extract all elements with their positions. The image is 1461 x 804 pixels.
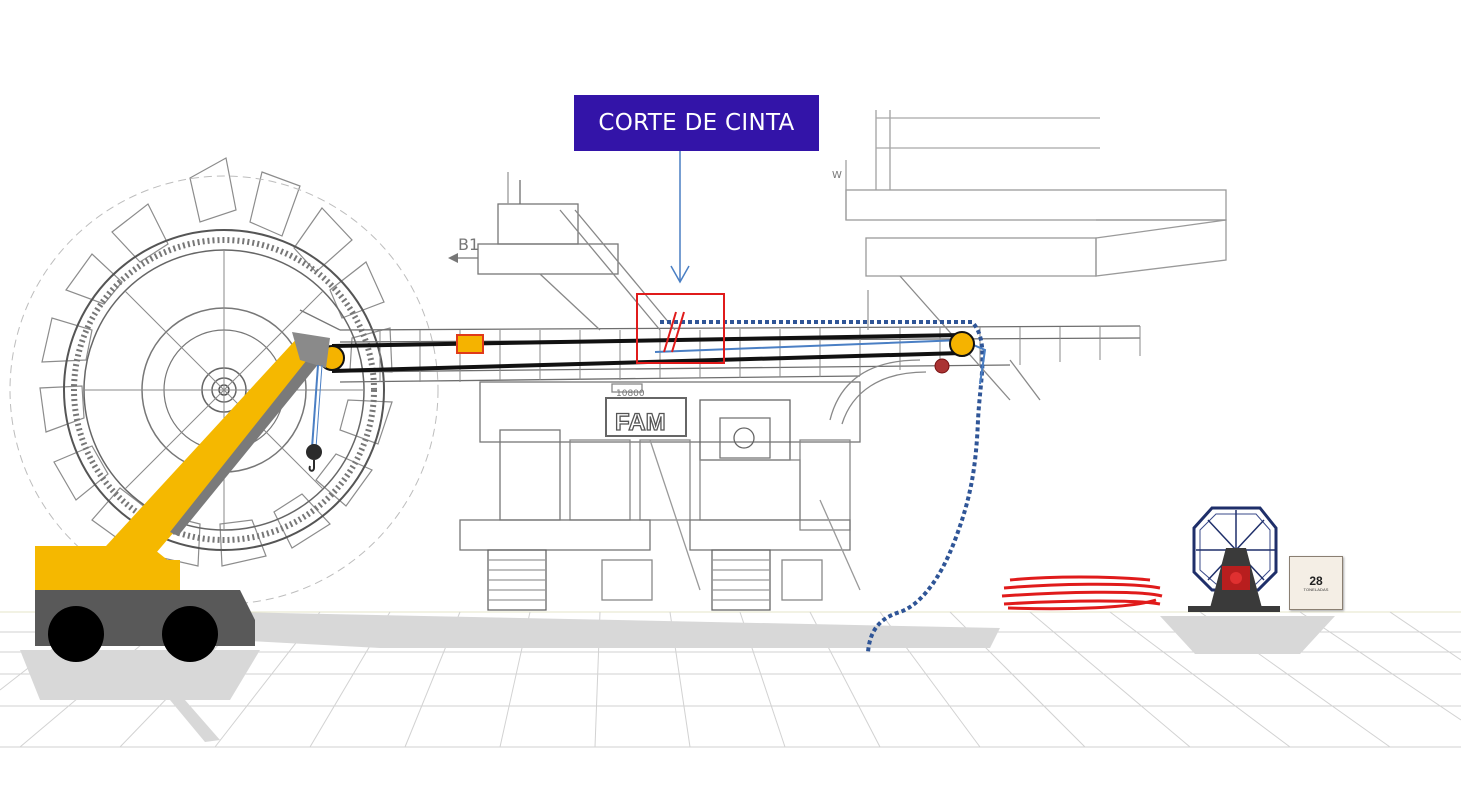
cut-marks-icon bbox=[663, 311, 685, 353]
belt-cut-callout: CORTE DE CINTA bbox=[574, 95, 819, 151]
cable-reel-icon bbox=[1188, 506, 1280, 612]
dotted-cable bbox=[660, 320, 985, 653]
drive-marker-icon bbox=[934, 358, 950, 374]
mobile-crane-icon bbox=[35, 332, 330, 662]
callout-label: CORTE DE CINTA bbox=[598, 110, 795, 136]
drawing-dimension: 10800 bbox=[616, 389, 645, 399]
weight-value: 28 bbox=[1309, 573, 1323, 588]
belt-clamp-icon bbox=[456, 334, 484, 354]
weight-unit: TONELADAS bbox=[1303, 586, 1329, 592]
cut-zone-frame bbox=[636, 293, 725, 364]
drawing-brand-logo: FAM bbox=[615, 409, 666, 436]
conveyor-belt bbox=[331, 333, 963, 373]
drawing-corner-marker: W bbox=[832, 170, 842, 181]
callout-arrow bbox=[670, 151, 690, 284]
ground-shadows bbox=[20, 612, 1335, 742]
weight-block-icon: 28 TONELADAS bbox=[1289, 556, 1343, 610]
drawing-arrow-marker: B1 bbox=[458, 235, 479, 254]
excavator-body-drawing bbox=[299, 110, 1227, 611]
coiled-belt-icon bbox=[1001, 575, 1163, 611]
bucket-wheel-drawing bbox=[9, 157, 439, 605]
tail-pulley-icon bbox=[949, 331, 975, 357]
